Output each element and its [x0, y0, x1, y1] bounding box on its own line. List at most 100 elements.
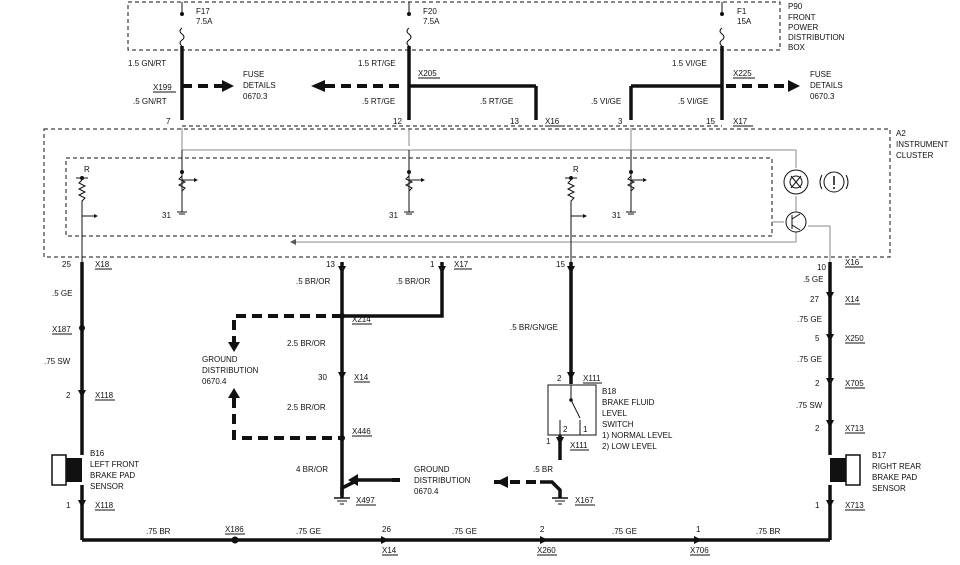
pin-3: 3: [618, 117, 623, 126]
cluster-ground-3: [626, 150, 647, 215]
connector-x14-right-arrow: [826, 292, 834, 300]
wire-label-rt-ge-05b: .5 RT/GE: [480, 97, 513, 106]
cluster-ground-2-label: 31: [389, 211, 398, 220]
b16-left-id: B16: [90, 449, 105, 458]
pin-2-bottom: 2: [540, 525, 545, 534]
connector-x14-bottom-arrow: [381, 536, 389, 544]
wire-label-ge-r1: .75 GE: [797, 315, 822, 324]
b16-left-name-1: LEFT FRONT: [90, 460, 139, 469]
b18-switch-pivot: [569, 398, 573, 402]
b17-sensor-plate: [830, 458, 846, 482]
connector-x705-right-arrow: [826, 378, 834, 386]
fuse-f1-rating: 15A: [737, 17, 752, 26]
warning-lamp-inner: [789, 175, 803, 189]
wire-label-vi-ge-15: 1.5 VI/GE: [672, 59, 707, 68]
connector-x713a-arrow: [826, 420, 834, 428]
pin-30: 30: [318, 373, 327, 382]
wire-label-br-bottom-a: .75 BR: [146, 527, 171, 536]
ground-dist-lower-arrow: [228, 388, 240, 398]
ground-dist-left-line-2: DISTRIBUTION: [202, 366, 259, 375]
fuse-details-left-line-3: 0670.3: [243, 92, 268, 101]
cluster-ground-2: [404, 150, 425, 215]
b18-id: B18: [602, 387, 617, 396]
instrument-cluster-name-line-1: INSTRUMENT: [896, 140, 949, 149]
connector-x14-bottom: X14: [382, 546, 397, 555]
connector-x713a: X713: [845, 424, 864, 433]
b18-name-4: 1) NORMAL LEVEL: [602, 431, 673, 440]
fuse-f20-symbol: [406, 27, 412, 47]
connector-x497: X497: [356, 496, 375, 505]
wire-label-gn-rt-15: 1.5 GN/RT: [128, 59, 166, 68]
pin-26: 26: [382, 525, 391, 534]
fuse-f17-symbol: [179, 27, 185, 47]
connector-x186-node: [231, 536, 239, 544]
b18-switch-pos-1: 1: [583, 425, 588, 434]
connector-x186: X186: [225, 525, 244, 534]
ground-dist-left-line-3: 0670.4: [202, 377, 227, 386]
connector-x260: X260: [537, 546, 556, 555]
connector-x118-arrow: [78, 390, 86, 398]
pin-2-left: 2: [66, 391, 71, 400]
connector-x118b-arrow: [78, 500, 86, 508]
cluster-ground-1-label: 31: [162, 211, 171, 220]
connector-x225: X225: [733, 69, 752, 78]
fuse-f1-id: F1: [737, 7, 747, 16]
connector-x250-arrow: [826, 334, 834, 342]
connector-x14-right: X14: [845, 295, 860, 304]
wire-label-br-or-25a: 2.5 BR/OR: [287, 339, 326, 348]
wire-label-ge-bottom-3: .75 GE: [612, 527, 637, 536]
connector-x713b: X713: [845, 501, 864, 510]
ground-dist-center-line-3: 0670.4: [414, 487, 439, 496]
pin-13-arrow: [338, 266, 346, 274]
connector-x111a: X111: [583, 374, 601, 383]
connector-x260-arrow: [540, 536, 548, 544]
pin-1-bottom-row: 1: [696, 525, 701, 534]
brake-warning-arcs: [819, 174, 849, 190]
fuse-box-name-line-3: DISTRIBUTION: [788, 33, 845, 42]
cluster-bus-arrow: [290, 239, 296, 245]
pin-15-top: 15: [706, 117, 715, 126]
wire-label-sw-left: .75 SW: [44, 357, 71, 366]
brake-warning-icon: [823, 171, 845, 193]
cluster-resistor-left-label: R: [84, 165, 90, 174]
ground-dist-center-line-1: GROUND: [414, 465, 450, 474]
connector-x16-bottom: X16: [845, 258, 860, 267]
wire-br-or-x17: [342, 262, 444, 318]
b18-switch-pos-2: 2: [563, 425, 568, 434]
wire-br-x167: [540, 480, 562, 498]
fuse-f17-rating: 7.5A: [196, 17, 213, 26]
wire-label-sw-right: .75 SW: [796, 401, 823, 410]
connector-x446: X446: [352, 427, 371, 436]
b16-sensor-body: [51, 454, 67, 486]
wire-label-br-or-4: 4 BR/OR: [296, 465, 328, 474]
fuse-details-right-line-2: DETAILS: [810, 81, 843, 90]
ground-dist-center-line-2: DISTRIBUTION: [414, 476, 471, 485]
b18-name-5: 2) LOW LEVEL: [602, 442, 657, 451]
pin-1-bottom: 1: [430, 260, 435, 269]
wire-label-rt-ge-15: 1.5 RT/GE: [358, 59, 396, 68]
warning-lamp-filament: [790, 175, 802, 189]
connector-x18: X18: [95, 260, 110, 269]
b18-name-3: SWITCH: [602, 420, 634, 429]
wire-label-ge-bottom-1: .75 GE: [296, 527, 321, 536]
pin-2-right: 2: [815, 379, 820, 388]
wire-label-br-bottom-b: .75 BR: [756, 527, 781, 536]
pin-15-bottom: 15: [556, 260, 565, 269]
connector-x214: X214: [352, 315, 371, 324]
connector-x705-right: X705: [845, 379, 864, 388]
pin-1-right: 1: [815, 501, 820, 510]
fuse-details-left-line-1: FUSE: [243, 70, 264, 79]
wire-label-br-gn-ge: .5 BR/GN/GE: [510, 323, 558, 332]
pin-2-switch: 2: [557, 374, 562, 383]
pin-1-switch: 1: [546, 437, 551, 446]
wire-label-ge-left: .5 GE: [52, 289, 72, 298]
ground-dist-upper-arrow: [228, 342, 240, 352]
arrow-fuse-details-left: [222, 80, 234, 92]
instrument-cluster-id: A2: [896, 129, 906, 138]
connector-x187-node: [79, 325, 85, 331]
fuse-f20-rating: 7.5A: [423, 17, 440, 26]
connector-x118b: X118: [95, 501, 114, 510]
wire-to-ground-center: [340, 478, 392, 495]
